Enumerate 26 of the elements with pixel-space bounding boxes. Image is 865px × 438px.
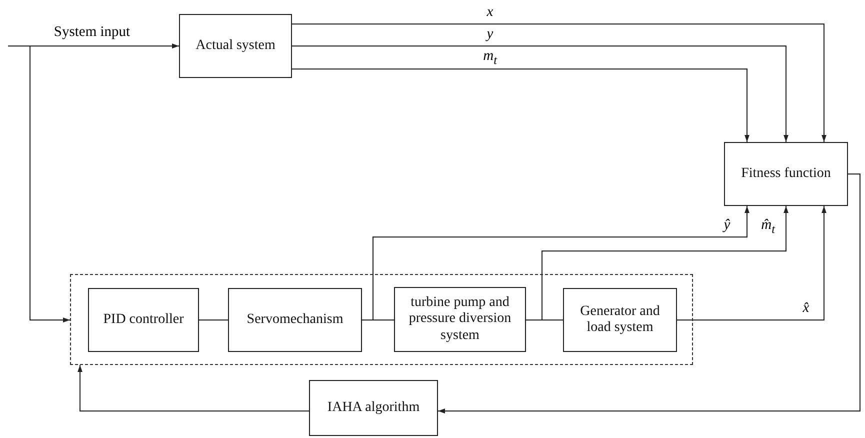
process-box (179, 14, 292, 78)
arrow (292, 24, 826, 142)
box-label: turbine pump and pressure diversion system (408, 295, 512, 344)
arrow (8, 44, 180, 48)
arrow (30, 46, 70, 322)
arrow (676, 206, 826, 320)
process-box (228, 288, 362, 352)
arrow (292, 68, 750, 142)
process-box (563, 288, 677, 352)
box-label: PID controller (103, 312, 184, 328)
box-label: IAHA algorithm (327, 400, 420, 416)
box-label: Generator and load system (579, 304, 661, 336)
process-box (394, 287, 526, 352)
box-label: Actual system (196, 38, 276, 54)
process-box (88, 288, 199, 352)
box-label: Servomechanism (246, 312, 344, 328)
arrow (292, 46, 788, 142)
process-box (309, 380, 438, 436)
process-box (724, 142, 848, 206)
arrow (438, 174, 860, 414)
edge-label: ŷ (722, 218, 732, 234)
box-label: Fitness function (741, 166, 831, 182)
edge-label: System input (52, 25, 132, 41)
arrow (78, 364, 310, 412)
edge-label: m̂$_{t}$ (759, 218, 777, 236)
dashed-group-box (70, 274, 693, 365)
